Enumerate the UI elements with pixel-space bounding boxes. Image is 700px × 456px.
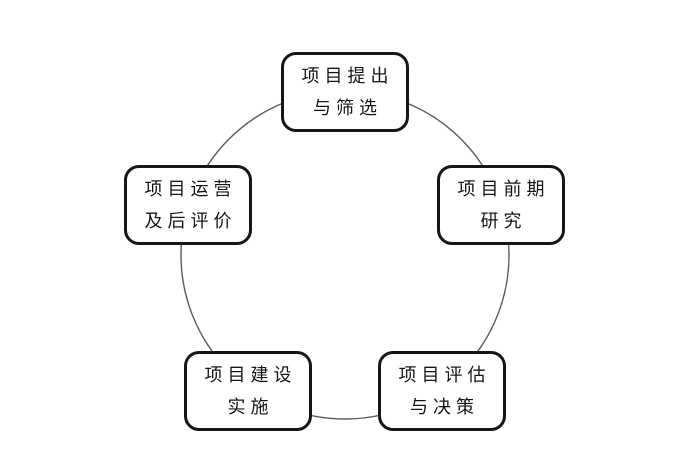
node-label-line2: 实施 xyxy=(227,397,274,417)
node-project-preliminary-research: 项目前期 研究 xyxy=(437,165,565,245)
node-label-line2: 及后评价 xyxy=(144,211,237,231)
node-label-line1: 项目建设 xyxy=(204,365,297,385)
node-project-operation-post-evaluation: 项目运营 及后评价 xyxy=(124,165,252,245)
node-label-line2: 研究 xyxy=(480,211,527,231)
node-label-line2: 与筛选 xyxy=(313,98,382,118)
node-project-evaluation-decision: 项目评估 与决策 xyxy=(378,351,506,431)
node-project-construction-implementation: 项目建设 实施 xyxy=(184,351,312,431)
node-label-line1: 项目运营 xyxy=(144,179,237,199)
node-label-line1: 项目评估 xyxy=(398,365,491,385)
node-label-line2: 与决策 xyxy=(410,397,479,417)
node-project-proposal-screening: 项目提出 与筛选 xyxy=(281,52,409,132)
node-label-line1: 项目提出 xyxy=(301,66,394,86)
node-label-line1: 项目前期 xyxy=(457,179,550,199)
